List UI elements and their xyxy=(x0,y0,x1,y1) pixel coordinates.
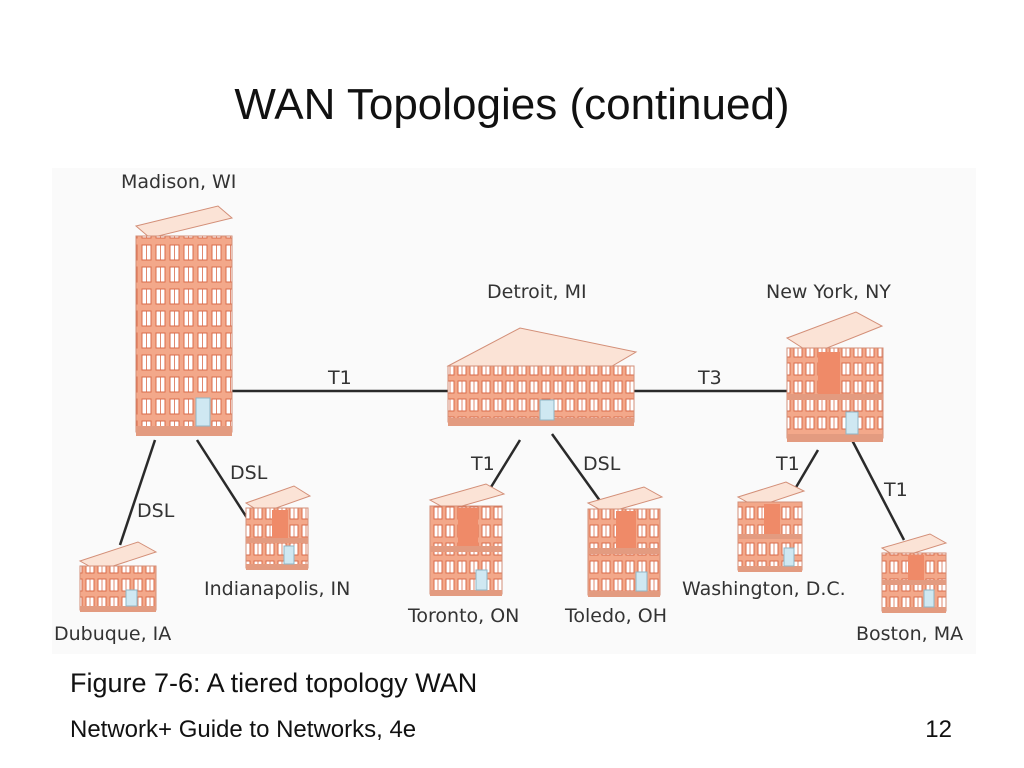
building-icon-detroit xyxy=(446,327,638,426)
link-madison-dubuque xyxy=(118,439,157,546)
link-label-madison-dubuque: DSL xyxy=(137,500,175,522)
building-icon-boston xyxy=(880,533,948,613)
link-detroit-toronto xyxy=(486,439,522,493)
link-newyork-boston xyxy=(850,439,906,541)
building-icon-indianapolis xyxy=(244,485,312,570)
building-icon-toledo xyxy=(586,486,664,597)
building-icon-newyork xyxy=(785,311,884,442)
node-label-newyork: New York, NY xyxy=(766,281,891,303)
node-label-boston: Boston, MA xyxy=(856,623,963,645)
link-label-madison-detroit: T1 xyxy=(327,367,352,389)
link-label-detroit-newyork: T3 xyxy=(697,367,722,389)
node-label-toledo: Toledo, OH xyxy=(564,605,667,627)
footer-text: Network+ Guide to Networks, 4e xyxy=(70,716,417,743)
page-number: 12 xyxy=(925,716,952,743)
link-newyork-washington xyxy=(793,449,820,490)
node-label-madison: Madison, WI xyxy=(121,171,236,193)
slide-title: WAN Topologies (continued) xyxy=(234,80,790,129)
link-label-madison-indianapolis: DSL xyxy=(230,462,268,484)
figure-caption: Figure 7-6: A tiered topology WAN xyxy=(70,668,478,698)
link-detroit-toledo xyxy=(550,433,605,506)
node-label-detroit: Detroit, MI xyxy=(487,281,587,303)
building-icon-toronto xyxy=(428,483,506,596)
link-label-newyork-boston: T1 xyxy=(883,479,908,501)
link-label-detroit-toronto: T1 xyxy=(470,453,495,475)
node-label-indianapolis: Indianapolis, IN xyxy=(204,578,350,600)
link-label-newyork-washington: T1 xyxy=(775,453,800,475)
building-icon-washington xyxy=(736,481,806,572)
link-label-detroit-toledo: DSL xyxy=(583,453,621,475)
links xyxy=(118,389,906,546)
building-icon-madison xyxy=(134,205,234,436)
node-label-washington: Washington, D.C. xyxy=(682,578,846,600)
node-label-toronto: Toronto, ON xyxy=(407,605,519,627)
link-madison-indianapolis xyxy=(195,439,251,522)
building-icon-dubuque xyxy=(78,541,158,612)
node-label-dubuque: Dubuque, IA xyxy=(54,623,171,645)
